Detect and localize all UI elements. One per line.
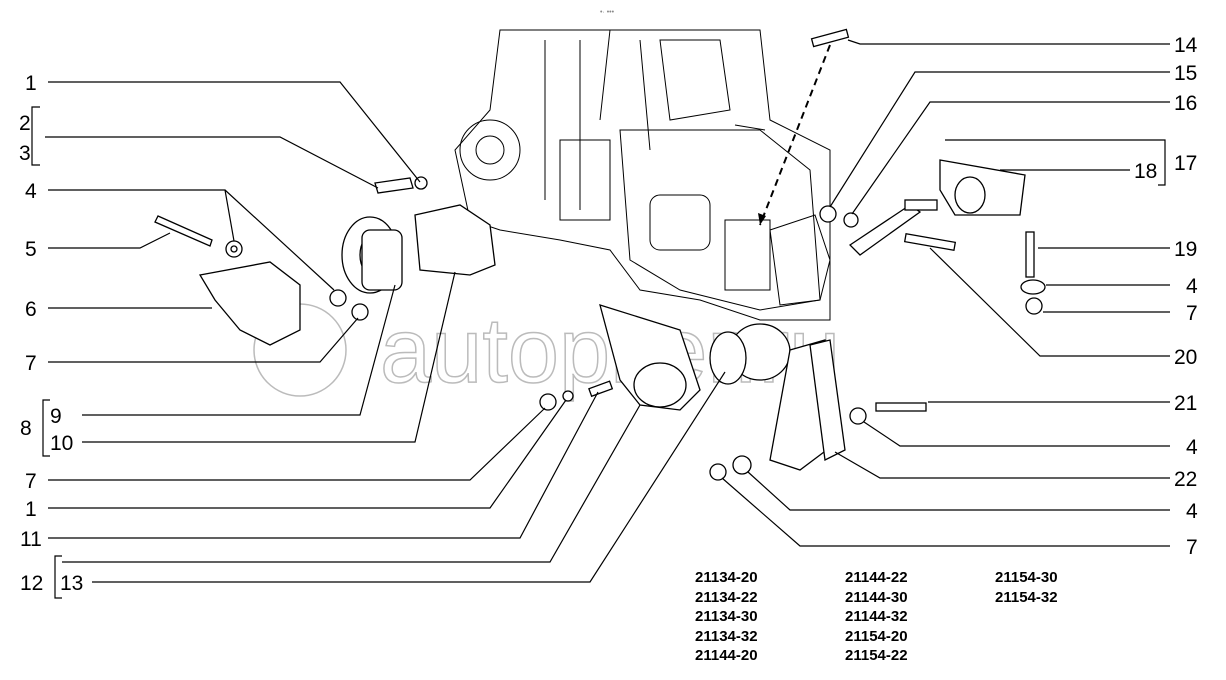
callout-10: 10 (50, 432, 73, 455)
callout-17: 17 (1174, 152, 1197, 175)
model-list: 21134-20 21144-22 21154-30 21134-22 2114… (695, 568, 1145, 666)
callout-15: 15 (1174, 62, 1197, 85)
model-code (995, 607, 1145, 627)
callout-4: 4 (25, 180, 37, 203)
model-code: 21134-20 (695, 569, 758, 586)
callout-5: 5 (25, 238, 37, 261)
callout-4: 4 (1186, 436, 1198, 459)
callout-7: 7 (1186, 536, 1198, 559)
callout-1: 1 (25, 498, 37, 521)
model-code: 21144-20 (695, 647, 758, 664)
callout-16: 16 (1174, 92, 1197, 115)
callout-18: 18 (1134, 160, 1157, 183)
callout-4: 4 (1186, 500, 1198, 523)
leader-lines (31, 39, 1170, 599)
callout-6: 6 (25, 298, 37, 321)
callouts-right: 14 15 16 17 18 19 4 7 20 21 4 22 4 7 (1134, 34, 1198, 559)
model-code: 21144-32 (845, 608, 908, 625)
callout-14: 14 (1174, 34, 1198, 57)
parts (154, 28, 1046, 481)
model-code: 21154-22 (845, 647, 908, 664)
callout-7: 7 (25, 352, 37, 375)
model-code: 21134-22 (695, 588, 758, 606)
callout-21: 21 (1174, 392, 1197, 415)
model-code: 21154-30 (995, 569, 1058, 586)
callout-3: 3 (19, 142, 31, 165)
model-code: 21154-32 (995, 588, 1058, 606)
callout-4: 4 (1186, 275, 1198, 298)
callout-20: 20 (1174, 346, 1197, 369)
callout-12: 12 (20, 572, 43, 595)
engine-assembly (454, 29, 831, 321)
callout-19: 19 (1174, 238, 1197, 261)
callout-13: 13 (60, 572, 83, 595)
model-code: 21144-22 (845, 569, 908, 586)
callout-7: 7 (25, 470, 37, 493)
callout-8: 8 (20, 417, 32, 440)
model-code: 21134-30 (695, 608, 758, 625)
callout-7: 7 (1186, 302, 1198, 325)
callouts-left: 1 2 3 4 5 6 7 8 9 10 7 1 11 12 13 (19, 72, 83, 595)
model-code (995, 646, 1145, 666)
callout-9: 9 (50, 405, 62, 428)
callout-2: 2 (19, 112, 31, 135)
header-mark: •· ••• (600, 9, 615, 16)
model-code: 21144-30 (845, 588, 908, 606)
callout-11: 11 (20, 528, 42, 551)
model-code (995, 627, 1145, 647)
callout-1: 1 (25, 72, 37, 95)
callout-22: 22 (1174, 468, 1197, 491)
model-code: 21134-32 (695, 627, 758, 645)
dashed-arrow (759, 44, 831, 226)
model-code: 21154-20 (845, 627, 908, 645)
